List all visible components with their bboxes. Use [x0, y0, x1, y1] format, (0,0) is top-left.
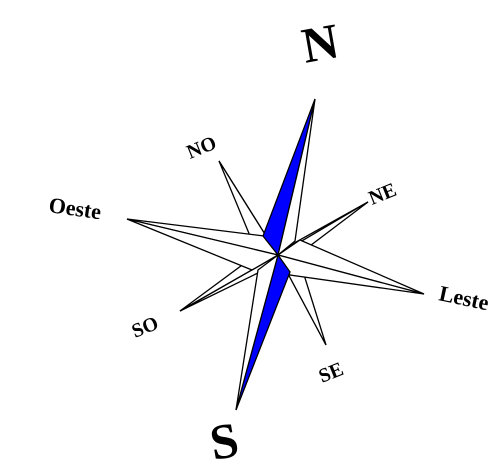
north-needle-white-half — [278, 99, 315, 255]
label-south: S — [206, 411, 243, 469]
label-southeast: SE — [316, 358, 347, 388]
label-southwest: SO — [129, 312, 162, 342]
label-northwest: NO — [184, 132, 220, 164]
label-east: Leste — [437, 280, 491, 315]
label-northeast: NE — [366, 179, 400, 210]
label-west: Oeste — [47, 192, 103, 224]
label-north: N — [298, 12, 343, 73]
